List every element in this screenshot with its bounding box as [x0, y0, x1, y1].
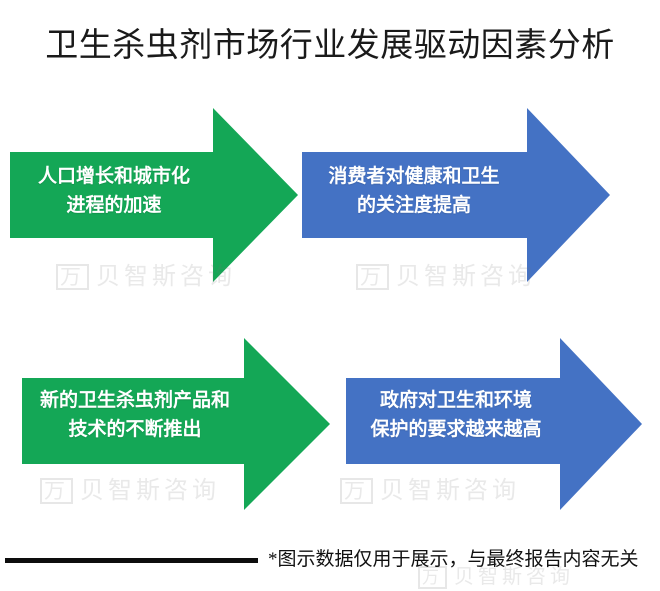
arrow-block-1: 人口增长和城市化 进程的加速	[8, 106, 300, 284]
footer-divider	[5, 558, 258, 563]
arrow-label-3: 新的卫生杀虫剂产品和 技术的不断推出	[39, 390, 230, 440]
footer-disclaimer: *图示数据仅用于展示，与最终报告内容无关	[268, 549, 639, 570]
arrow-label-2: 消费者对健康和卫生 的关注度提高	[328, 166, 500, 216]
arrow-shape-blue-1	[302, 108, 610, 282]
arrow-block-3: 新的卫生杀虫剂产品和 技术的不断推出	[20, 336, 332, 512]
arrow-shape-blue-2	[346, 338, 642, 510]
arrow-shape-green-2	[22, 338, 330, 510]
page-title: 卫生杀虫剂市场行业发展驱动因素分析	[45, 28, 615, 64]
arrow-block-2: 消费者对健康和卫生 的关注度提高	[300, 106, 612, 284]
arrow-block-4: 政府对卫生和环境 保护的要求越来越高	[344, 336, 644, 512]
arrow-shape-green-1	[10, 108, 298, 282]
arrow-label-4: 政府对卫生和环境 保护的要求越来越高	[370, 390, 542, 440]
arrow-label-1: 人口增长和城市化 进程的加速	[37, 166, 190, 216]
